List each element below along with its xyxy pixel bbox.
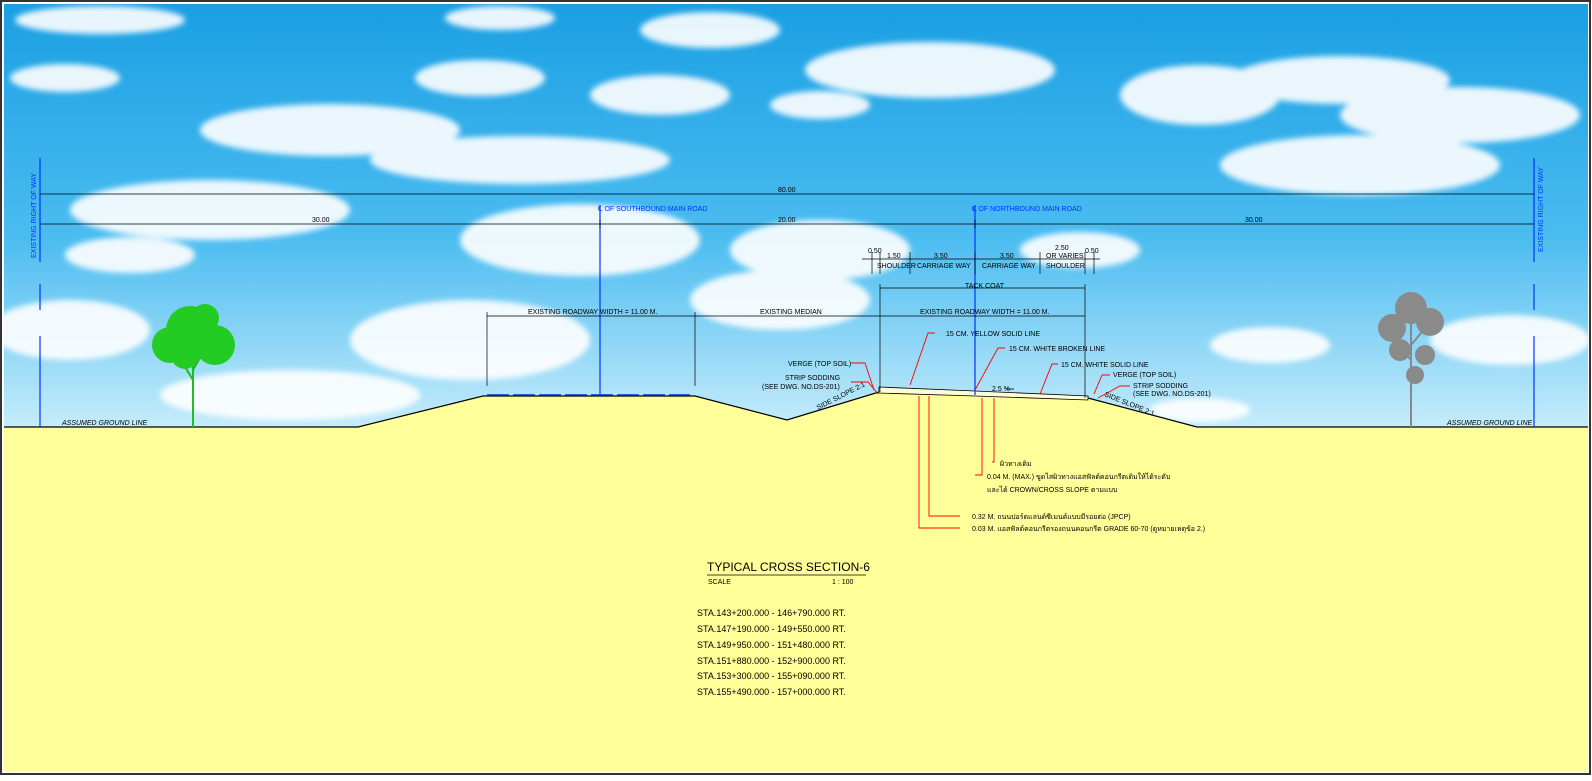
note-asphalt: 0.03 M. แอสฟัลต์คอนกรีตรองถนนคอนกรีต GRA… bbox=[972, 525, 1205, 533]
station-row: STA.149+950.000 - 151+480.000 RT. bbox=[697, 640, 846, 650]
label-tack-coat: TACK COAT bbox=[965, 283, 1005, 290]
dim-total: 80.00 bbox=[778, 187, 796, 194]
label-existing-surface: ผิวทางเดิม bbox=[1000, 460, 1032, 468]
label-shoulder-in: SHOULDER bbox=[877, 263, 916, 270]
cl-south-label: ℄ OF SOUTHBOUND MAIN ROAD bbox=[597, 206, 708, 213]
label-strip-right-1: STRIP SODDING bbox=[1133, 383, 1188, 390]
dim-left: 30.00 bbox=[312, 217, 330, 224]
row-lines bbox=[39, 158, 1535, 427]
title-scale-label: SCALE bbox=[708, 579, 731, 586]
dim-sh-out-w: 0.50 bbox=[1085, 248, 1099, 255]
label-ground-right: ASSUMED GROUND LINE bbox=[1446, 420, 1533, 427]
label-exist-rw-right: EXISTING ROADWAY WIDTH = 11.00 M. bbox=[920, 309, 1050, 316]
dim-sh-in: 1.50 bbox=[887, 253, 901, 260]
note-milling-1: 0.04 M. (MAX.) ขูดไสผิวทางแอสฟัลต์คอนกรี… bbox=[987, 472, 1170, 481]
dim-sh-out: 2.50 bbox=[1055, 245, 1069, 252]
label-shoulder-out: SHOULDER bbox=[1046, 263, 1085, 270]
dim-or-varies: OR VARIES bbox=[1046, 253, 1084, 260]
station-row: STA.155+490.000 - 157+000.000 RT. bbox=[697, 687, 846, 697]
label-verge-left: VERGE (TOP SOIL) bbox=[788, 361, 851, 368]
label-verge-right: VERGE (TOP SOIL) bbox=[1113, 372, 1176, 379]
label-ground-left: ASSUMED GROUND LINE bbox=[61, 420, 148, 427]
label-yellow-line: 15 CM. YELLOW SOLID LINE bbox=[946, 331, 1040, 338]
station-row: STA.143+200.000 - 146+790.000 RT. bbox=[697, 608, 846, 618]
station-row: STA.153+300.000 - 155+090.000 RT. bbox=[697, 671, 846, 681]
cloud-icon bbox=[0, 6, 1590, 422]
dimension-lines bbox=[40, 193, 1534, 228]
label-exist-rw-left: EXISTING ROADWAY WIDTH = 11.00 M. bbox=[528, 309, 658, 316]
leader-lines bbox=[851, 332, 1130, 529]
title-main: TYPICAL CROSS SECTION-6 bbox=[707, 560, 870, 574]
label-strip-left-2: (SEE DWG. NO.DS-201) bbox=[762, 384, 840, 391]
dim-cw2: 3.50 bbox=[1000, 253, 1014, 260]
note-jpcp: 0.32 M. ถนนปอร์ตแลนด์ซีเมนต์แบบมีรอยต่อ … bbox=[972, 513, 1131, 521]
lane-dims bbox=[486, 252, 1100, 398]
station-row: STA.147+190.000 - 149+550.000 RT. bbox=[697, 624, 846, 634]
station-row: STA.151+880.000 - 152+900.000 RT. bbox=[697, 656, 846, 666]
ground-fill bbox=[4, 427, 1588, 772]
embankment bbox=[358, 392, 1197, 427]
label-white-broken: 15 CM. WHITE BROKEN LINE bbox=[1009, 346, 1105, 353]
dim-median: 20.00 bbox=[778, 217, 796, 224]
label-exist-median: EXISTING MEDIAN bbox=[760, 309, 822, 316]
tree-icon bbox=[1378, 292, 1444, 427]
label-cw1: CARRIAGE WAY bbox=[917, 263, 971, 270]
label-cw2: CARRIAGE WAY bbox=[982, 263, 1036, 270]
label-strip-left-1: STRIP SODDING bbox=[785, 375, 840, 382]
title-scale: 1 : 100 bbox=[832, 579, 854, 586]
row-left-label: EXISTING RIGHT OF WAY bbox=[31, 173, 38, 258]
ground-profile bbox=[4, 391, 1588, 428]
dim-cw1: 3.50 bbox=[934, 253, 948, 260]
label-cross-slope: 2.5 % bbox=[992, 386, 1010, 393]
dim-sh-in-w: 0.50 bbox=[868, 248, 882, 255]
label-white-solid: 15 CM. WHITE SOLID LINE bbox=[1061, 362, 1149, 369]
dim-right: 30.00 bbox=[1245, 217, 1263, 224]
note-milling-2: และได้ CROWN/CROSS SLOPE ตามแบบ bbox=[987, 485, 1117, 494]
label-strip-right-2: (SEE DWG. NO.DS-201) bbox=[1133, 391, 1211, 398]
cl-north-label: ℄ OF NORTHBOUND MAIN ROAD bbox=[971, 206, 1082, 213]
row-right-label: EXISTING RIGHT OF WAY bbox=[1538, 167, 1545, 252]
tree-icon bbox=[152, 304, 235, 427]
